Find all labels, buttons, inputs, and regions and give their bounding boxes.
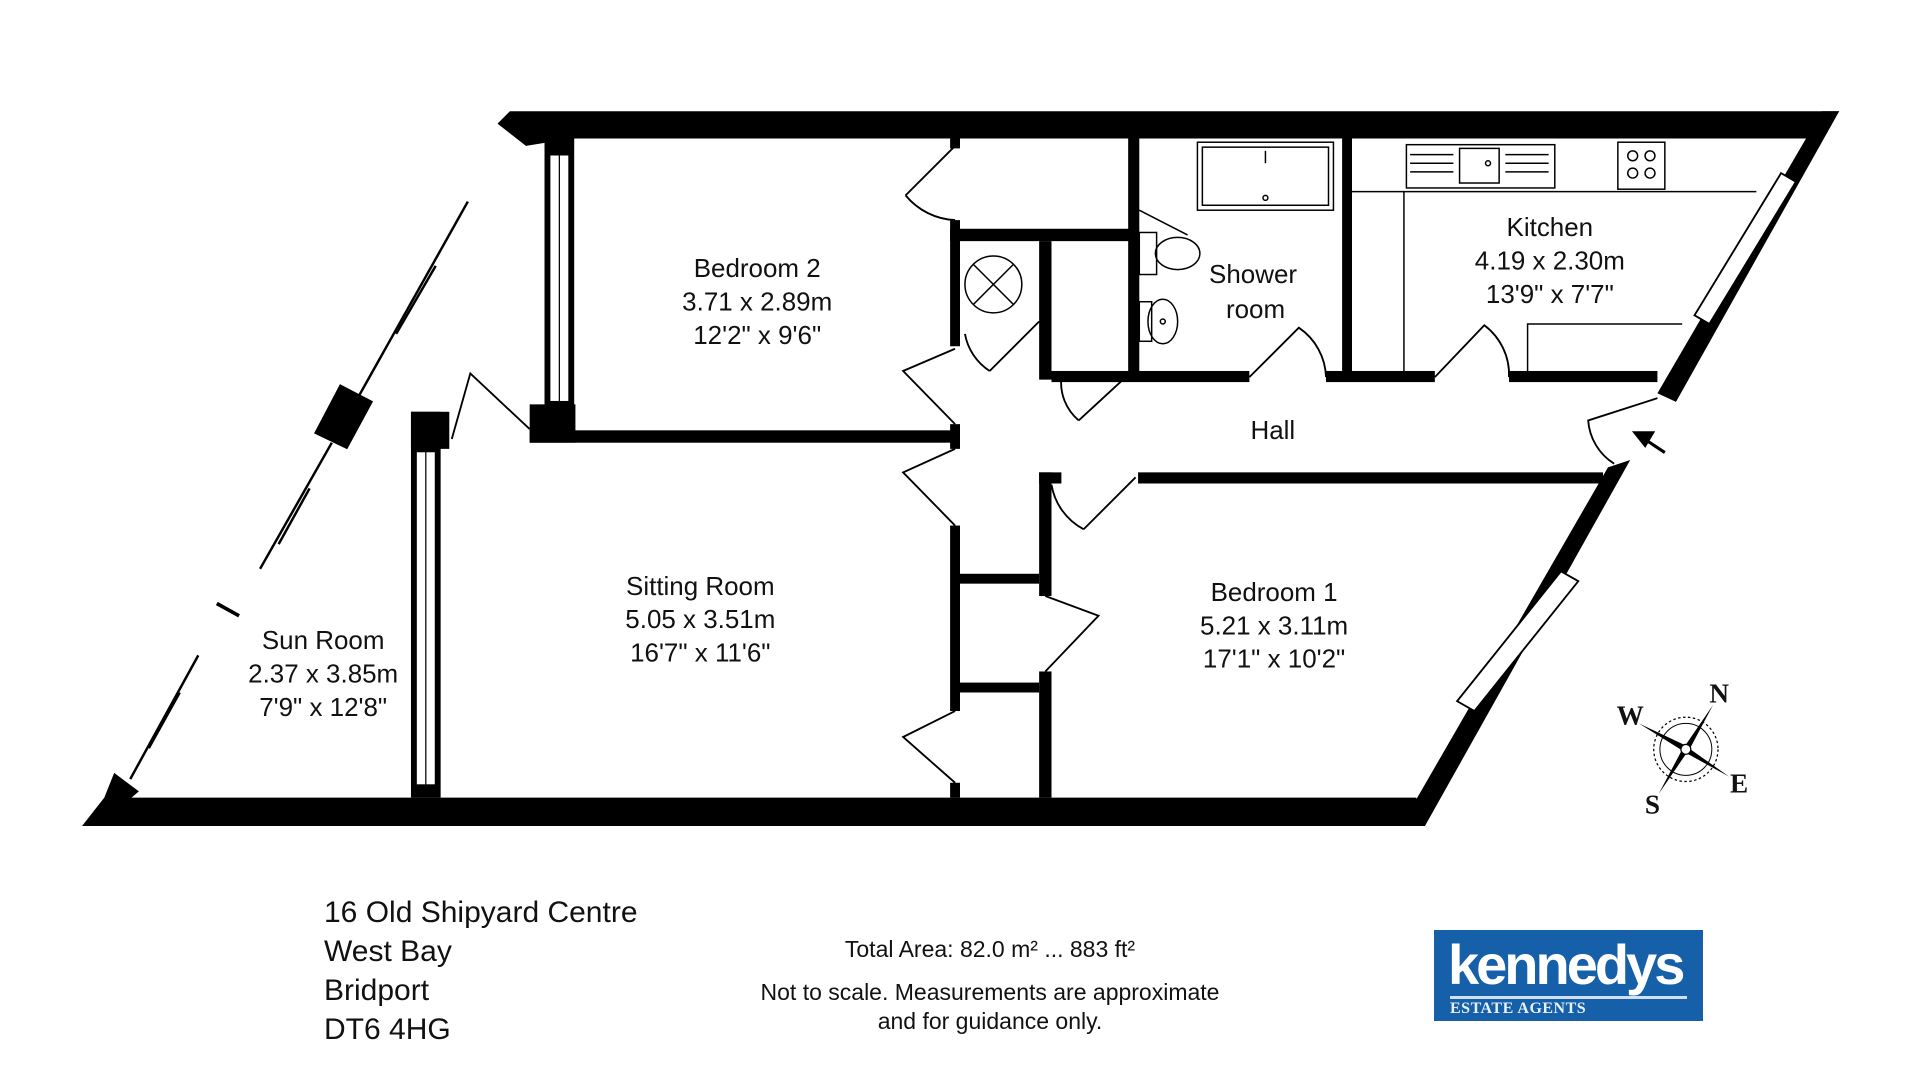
logo-rule	[1450, 996, 1687, 999]
doors	[450, 145, 1658, 784]
sunroom-glazing	[129, 200, 469, 780]
room-metric: 5.21 x 3.11m	[1200, 610, 1348, 640]
disclaimer-line: and for guidance only.	[877, 1008, 1103, 1034]
room-imperial: 7'9" x 12'8"	[259, 692, 387, 722]
entrance-arrow-icon	[1631, 431, 1666, 454]
room-label: Kitchen	[1507, 212, 1594, 242]
room-label: Bedroom 1	[1211, 577, 1338, 607]
room-metric: 5.05 x 3.51m	[625, 604, 775, 634]
svg-text:E: E	[1730, 769, 1748, 799]
kennedys-logo: kennedys ESTATE AGENTS	[1434, 930, 1703, 1021]
address-line: Bridport	[324, 974, 430, 1007]
room-imperial: 16'7" x 11'6"	[630, 638, 770, 668]
room-metric: 3.71 x 2.89m	[682, 286, 832, 316]
room-label: room	[1226, 294, 1285, 324]
svg-text:N: N	[1709, 678, 1729, 708]
room-imperial: 13'9" x 7'7"	[1486, 279, 1614, 309]
room-label: Hall	[1250, 415, 1295, 445]
svg-text:S: S	[1645, 790, 1660, 820]
windows	[414, 153, 1798, 787]
compass-icon: N E S W	[1617, 678, 1748, 819]
sunroom-corner	[104, 772, 139, 804]
disclaimer-line: Not to scale. Measurements are approxima…	[760, 979, 1220, 1005]
room-label: Sitting Room	[626, 571, 775, 601]
room-imperial: 12'2" x 9'6"	[693, 320, 821, 350]
room-metric: 4.19 x 2.30m	[1475, 246, 1625, 276]
svg-text:W: W	[1617, 701, 1644, 731]
logo-brand: kennedys	[1448, 933, 1685, 996]
disclaimer: Not to scale. Measurements are approxima…	[700, 978, 1280, 1036]
room-metric: 2.37 x 3.85m	[248, 659, 398, 689]
logo-subtitle: ESTATE AGENTS	[1450, 1000, 1587, 1017]
room-label: Sun Room	[262, 625, 385, 655]
bottom-wall	[82, 797, 1425, 827]
bedroom2-bottom-wall	[529, 430, 960, 443]
total-area: Total Area: 82.0 m² ... 883 ft²	[844, 936, 1136, 962]
address-line: 16 Old Shipyard Centre	[324, 896, 638, 929]
property-address: 16 Old Shipyard Centre West Bay Bridport…	[324, 893, 638, 1049]
room-imperial: 17'1" x 10'2"	[1203, 644, 1345, 674]
top-wall	[497, 111, 1840, 146]
fixtures	[964, 141, 1757, 371]
address-line: West Bay	[324, 935, 452, 968]
room-label: Bedroom 2	[694, 253, 821, 283]
address-line: DT6 4HG	[324, 1013, 451, 1046]
room-label: Shower	[1209, 259, 1297, 289]
